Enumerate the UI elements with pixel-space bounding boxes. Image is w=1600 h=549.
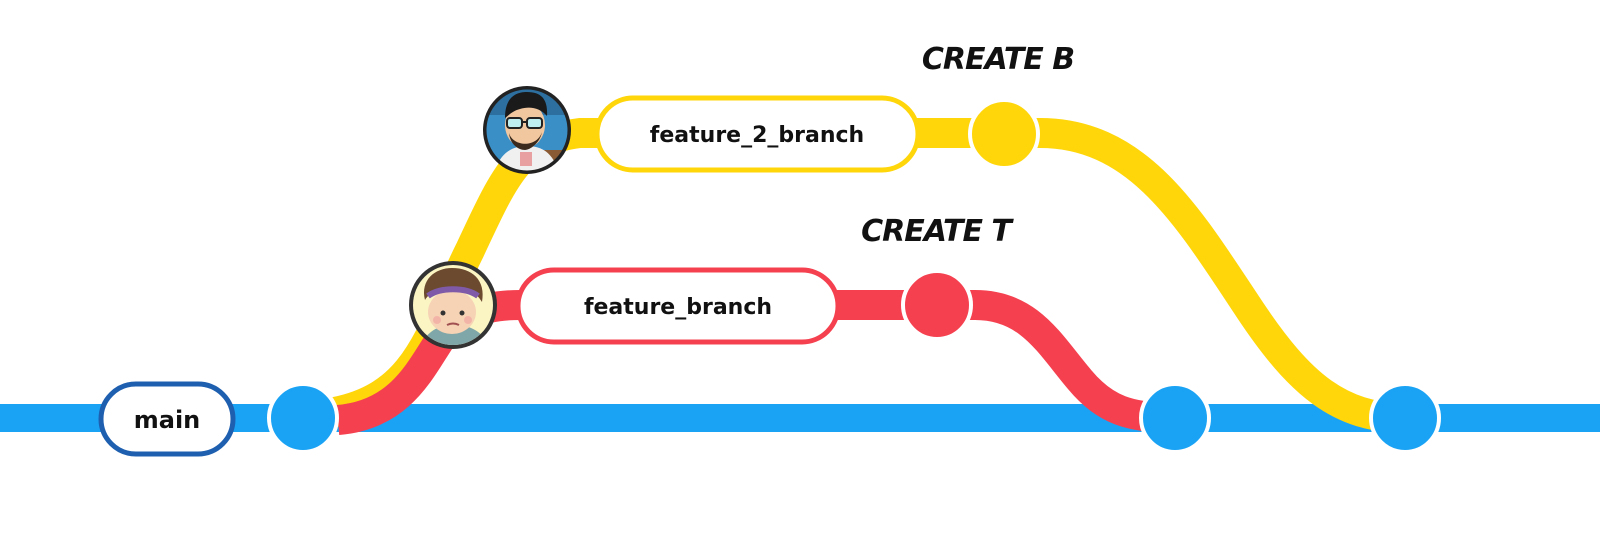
main-branch-label-text: main [134, 406, 201, 434]
feature-commit[interactable] [901, 269, 973, 341]
main-commit-merge-feature-2[interactable] [1369, 382, 1441, 454]
feature-commit-title: CREATE T [861, 214, 1014, 249]
feature-branch-line [336, 290, 1176, 435]
main-commit-start[interactable] [267, 382, 339, 454]
feature-branch-label-text: feature_branch [584, 295, 772, 320]
feature-2-commit-title: CREATE B [922, 42, 1074, 77]
main-commit-merge-feature[interactable] [1139, 382, 1211, 454]
feature-2-branch-label-text: feature_2_branch [650, 123, 864, 148]
developer-avatar-glasses-icon [483, 86, 571, 174]
feature-2-branch-label[interactable]: feature_2_branch [594, 95, 921, 173]
feature-2-branch-line [331, 118, 1406, 433]
feature-branch-label[interactable]: feature_branch [515, 267, 841, 345]
feature-2-commit[interactable] [968, 98, 1040, 170]
developer-avatar-headband-icon [409, 261, 497, 349]
main-branch-label[interactable]: main [98, 381, 236, 457]
